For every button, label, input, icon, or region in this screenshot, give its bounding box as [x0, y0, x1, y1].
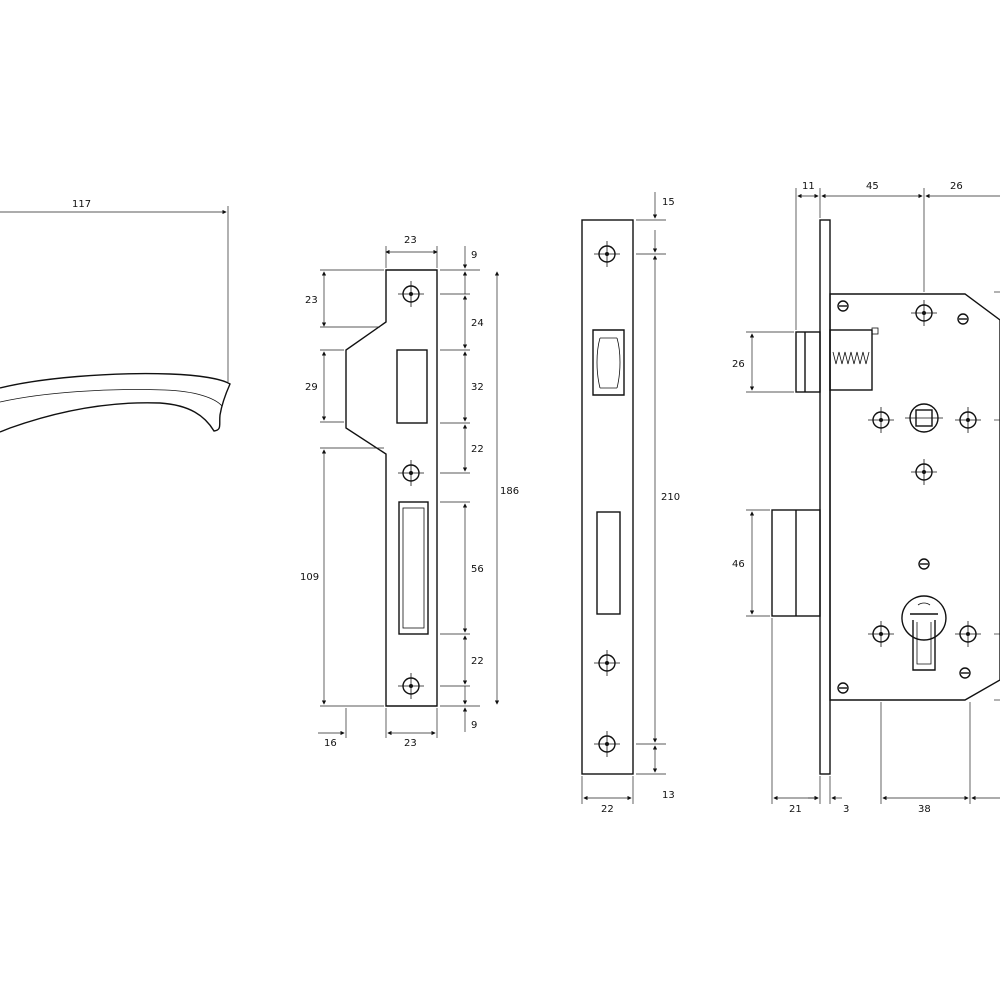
dim-notch-mid: 29	[305, 382, 318, 393]
dim-lock-latch: 26	[732, 359, 745, 370]
dim-strike-top-margin: 9	[471, 250, 477, 261]
dim-seg-24: 24	[471, 318, 484, 329]
dim-seg-56: 56	[471, 564, 484, 575]
dim-face-top: 15	[662, 197, 675, 208]
dim-face-length: 210	[661, 492, 680, 503]
dim-lock-face: 11	[802, 181, 815, 192]
dim-notch-top: 23	[305, 295, 318, 306]
dim-seg-32: 32	[471, 382, 484, 393]
dim-strike-total: 186	[500, 486, 519, 497]
faceplate: 15 210 13 22	[581, 192, 680, 815]
dim-lock-bolt: 46	[732, 559, 745, 570]
dim-face-bottom: 13	[662, 790, 675, 801]
lever-handle: 117	[0, 199, 231, 433]
dim-lock-backset-bottom: 38	[918, 804, 931, 815]
dim-strike-width-top: 23	[404, 235, 417, 246]
dim-handle-length: 117	[72, 199, 91, 210]
strike-plate: 23 23 29 109 16 23 9	[300, 235, 519, 749]
dim-lock-top-right: 26	[950, 181, 963, 192]
dim-lock-throw: 21	[789, 804, 802, 815]
dim-strike-bottom-margin: 9	[471, 720, 477, 731]
lock-body: 11 45 26 26 46 21 3 38	[732, 181, 1000, 815]
dim-seg-22a: 22	[471, 444, 484, 455]
dim-face-width: 22	[601, 804, 614, 815]
dim-lower-height: 109	[300, 572, 319, 583]
dim-strike-offset: 16	[324, 738, 337, 749]
dim-strike-width-bottom: 23	[404, 738, 417, 749]
dim-lock-backset-top: 45	[866, 181, 879, 192]
dim-seg-22b: 22	[471, 656, 484, 667]
dim-lock-thickness: 3	[843, 804, 849, 815]
